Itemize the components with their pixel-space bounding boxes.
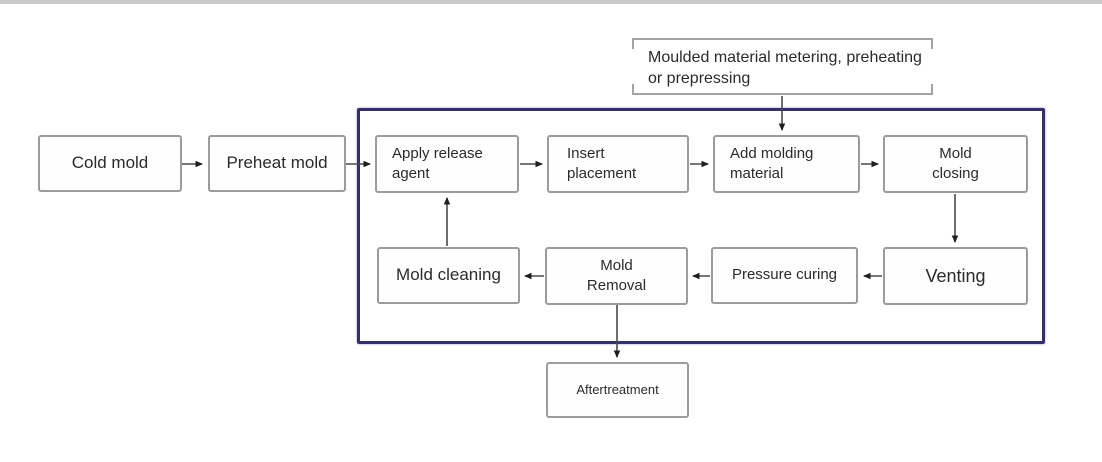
node-cold-mold: Cold mold [38,135,182,192]
node-venting: Venting [883,247,1028,305]
node-add-molding-material: Add molding material [713,135,860,193]
node-insert-placement: Insert placement [547,135,689,193]
node-apply-release-agent: Apply release agent [375,135,519,193]
note-label: Moulded material metering, preheating or… [648,49,922,88]
process-group-box [357,108,1045,344]
node-mold-closing: Mold closing [883,135,1028,193]
node-preheat-mold: Preheat mold [208,135,346,192]
node-mold-cleaning: Mold cleaning [377,247,520,304]
top-divider-bar [0,0,1102,4]
note-corner-tick [931,84,933,93]
note-corner-tick [931,40,933,49]
note-box-moulded-material: Moulded material metering, preheating or… [632,38,933,95]
note-corner-tick [632,84,634,93]
node-aftertreatment: Aftertreatment [546,362,689,418]
node-mold-removal: Mold Removal [545,247,688,305]
node-pressure-curing: Pressure curing [711,247,858,304]
note-corner-tick [632,40,634,49]
